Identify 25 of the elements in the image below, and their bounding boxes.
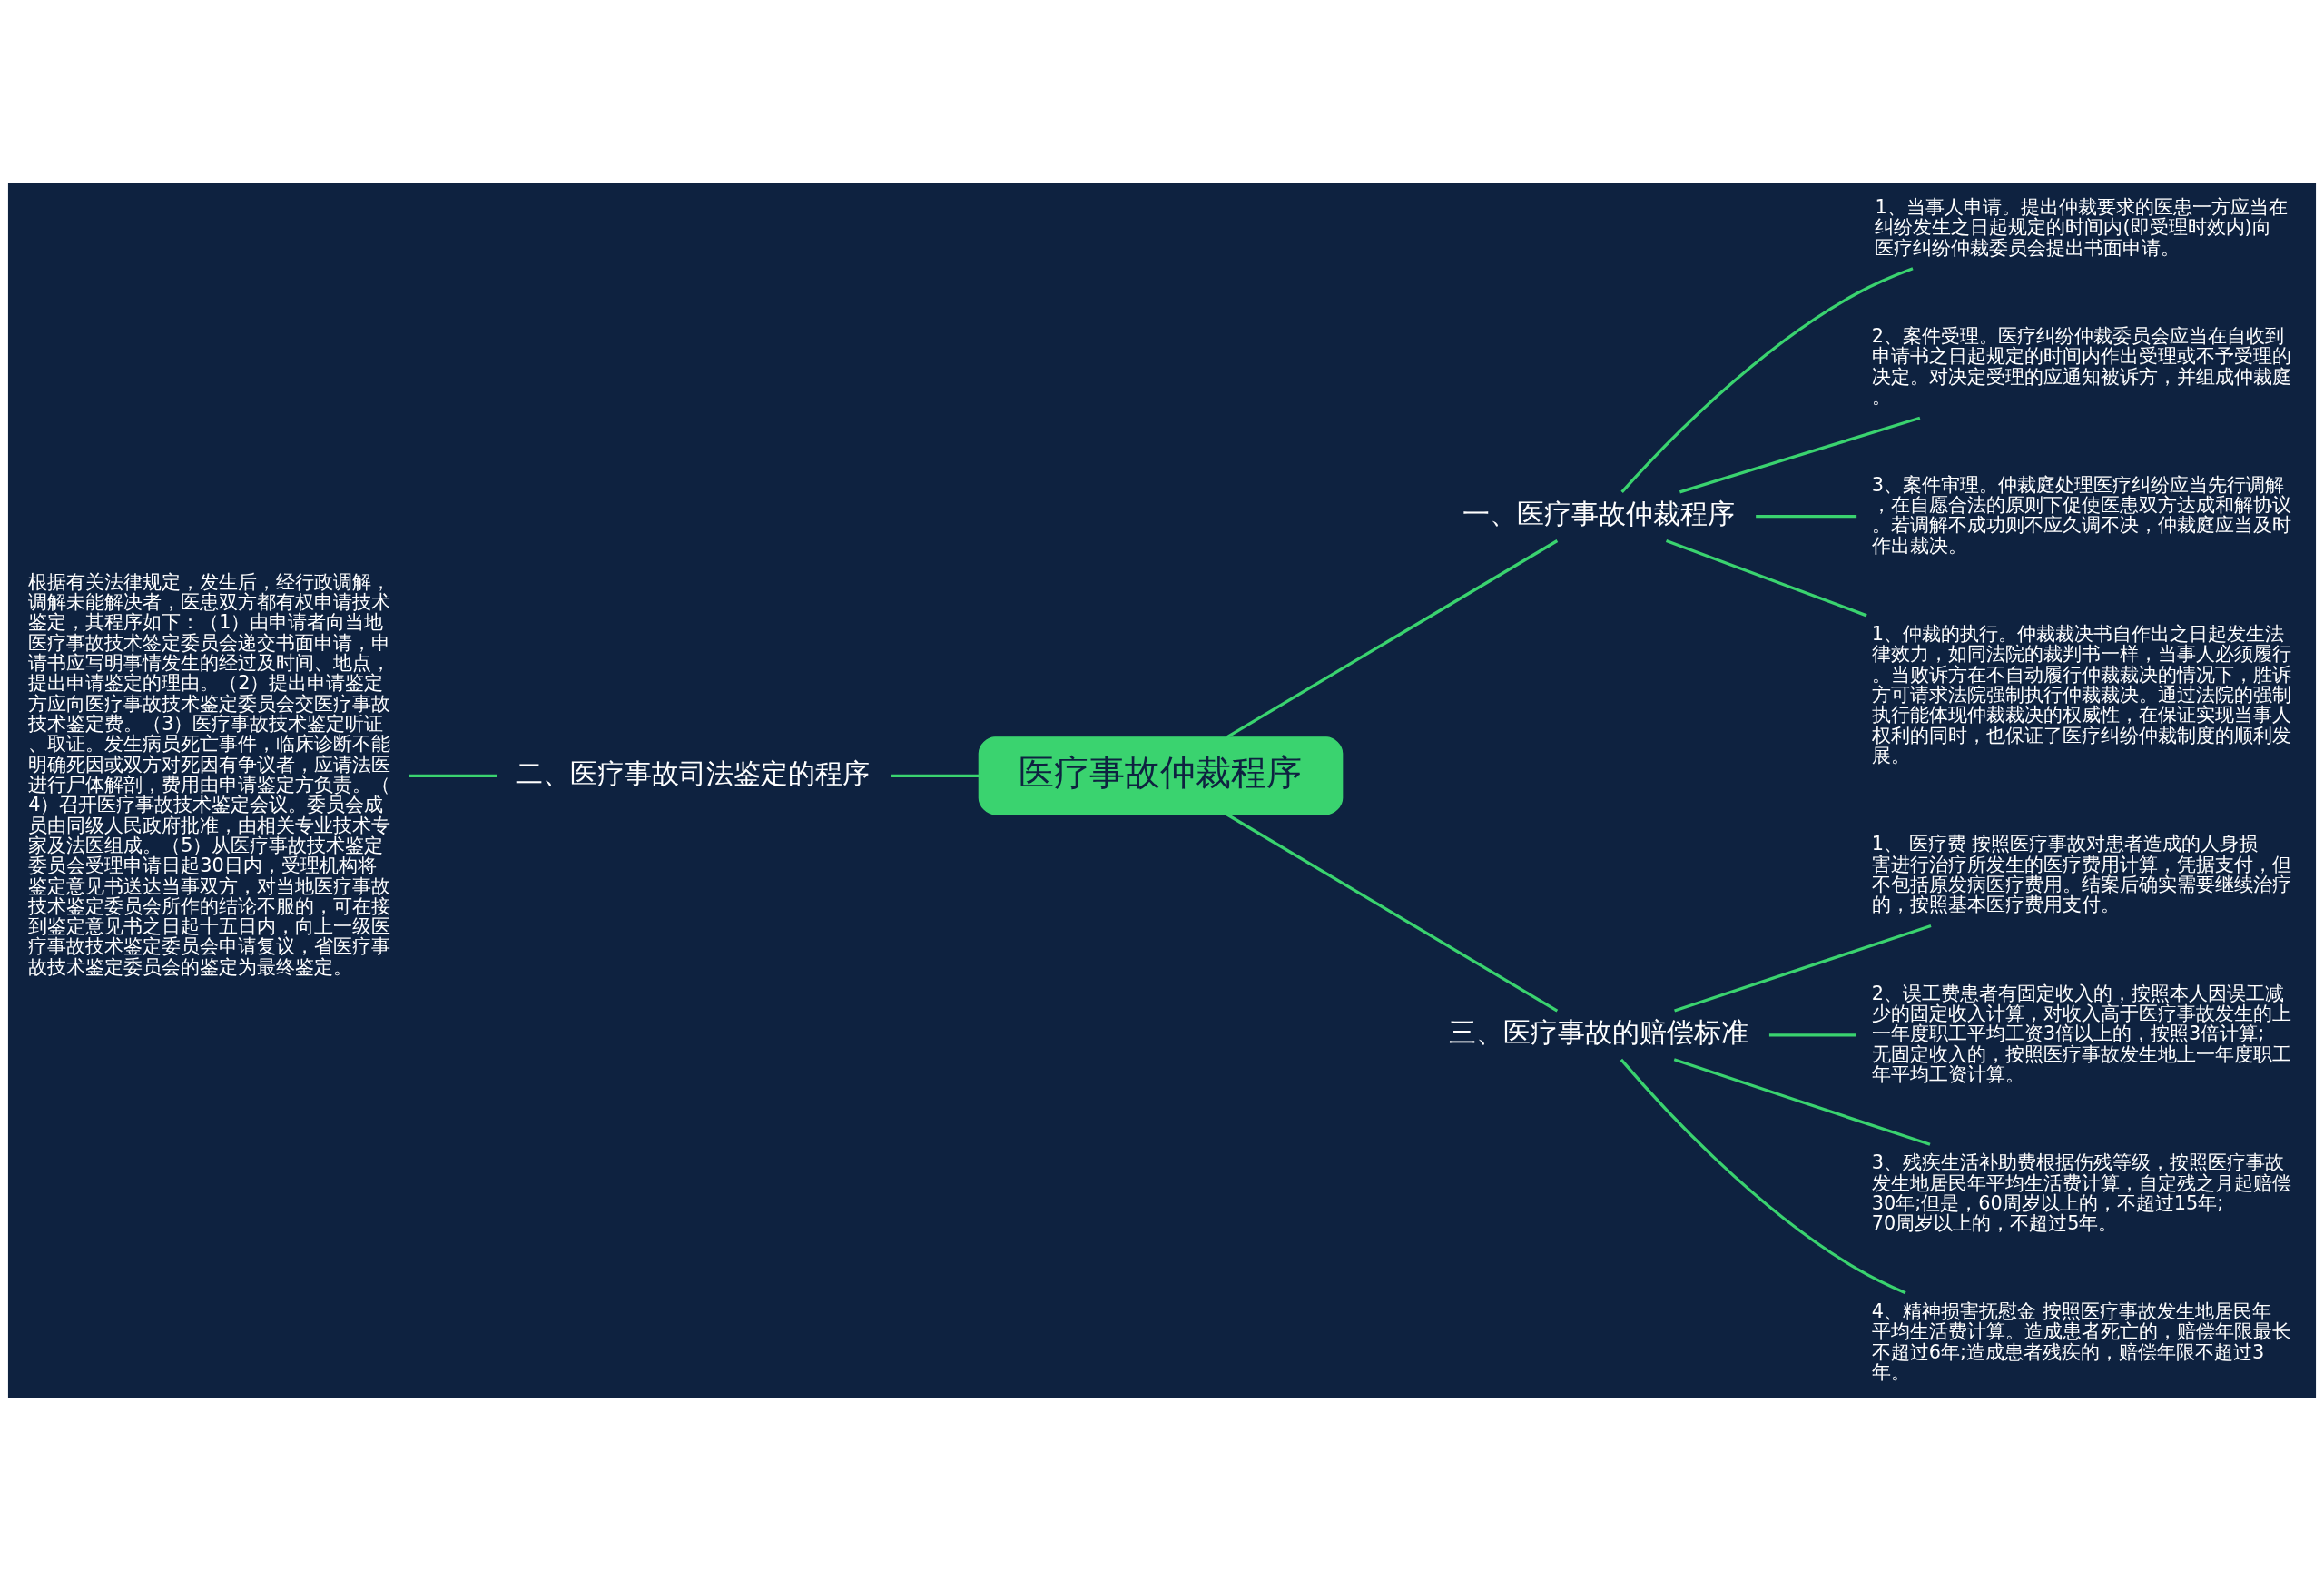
node-text: 3、案件审理。仲裁庭处理医疗纠纷应当先行调解，在自愿合法的原则下促使医患双方达成和解协议。若调解不成功则不应久调不决，仲裁庭应当及时作出裁决。 [1871,473,2291,557]
node-text: 根据有关法律规定，发生后，经行政调解，调解未能解决者，医患双方都有权申请技术鉴定，其程序如下：（1）由申请者向当地医疗事故技术签定委员会递交书面申请，申请书应写明事情发生的经过及时间、地点，提出申请鉴定的理由。（2）提出申请鉴定方应向医疗事故技术鉴定委员会交医疗事故技术鉴定费。（3）医疗事故技术鉴定听证、取证。发生病员死亡事件，临床诊断不能明确死因或双方对死因有争议者，应请法医进行尸体解剖，费用由申请鉴定方负责。（4）召开医疗事故技术鉴定会议。委员会成员由同级人民政府批准，由相关专业技术专家及法医组成。（5）从医疗事故技术鉴定委员会受理申请日起30日内，受理机构将鉴定意见书送达当事双方，对当地医疗事故技术鉴定委员会所作的结论不服的，可在接到鉴定意见书之日起十五日内，向上一级医疗事故技术鉴定委员会申请复议，省医疗事故技术鉴定委员会的鉴定为最终鉴定。 [28,570,391,978]
connector [1620,1058,1906,1294]
connector [1226,812,1559,1012]
node-text: 三、医疗事故的赔偿标准 [1449,1015,1749,1048]
connector [1665,539,1867,617]
node-text: 1、当事人申请。提出仲裁要求的医患一方应当在纠纷发生之日起规定的时间内(即受理时效内)向医疗纠纷仲裁委员会提出书面申请。 [1875,195,2288,259]
node-box: 医疗事故仲裁程序 [978,736,1344,815]
connector [1768,1033,1856,1036]
node-text: 一、医疗事故仲裁程序 [1462,497,1735,529]
node-text: 4、精神损害抚慰金 按照医疗事故发生地居民年平均生活费计算。造成患者死亡的，赔偿年限最长不超过6年;造成患者残疾的，赔偿年限不超过3年。 [1871,1299,2291,1383]
node-text: 1、 医疗费 按照医疗事故对患者造成的人身损害进行治疗所发生的医疗费用计算，凭据支付，但不包括原发病医疗费用。结案后确实需要继续治疗的，按照基本医疗费用支付。 [1871,832,2291,915]
connector [409,774,497,777]
connector [1756,514,1857,518]
connector [891,774,980,777]
connector [1620,266,1914,493]
connector [1673,1057,1931,1146]
connector [1674,924,1932,1013]
connector [1226,539,1559,738]
node-text: 2、误工费患者有固定收入的，按照本人因误工减少的固定收入计算，对收入高于医疗事故发生的上一年度职工平均工资3倍以上的，按照3倍计算;无固定收入的，按照医疗事故发生地上一年度职工年平均工资计算。 [1871,982,2291,1085]
node-text: 2、案件受理。医疗纠纷仲裁委员会应当在自收到申请书之日起规定的时间内作出受理或不予受理的决定。对决定受理的应通知被诉方，并组成仲裁庭。 [1871,324,2291,408]
node-text: 3、残疾生活补助费根据伤残等级，按照医疗事故发生地居民年平均生活费计算，自定残之月起赔偿30年;但是，60周岁以上的，不超过15年;70周岁以上的，不超过5年。 [1871,1151,2291,1234]
node-text: 1、仲裁的执行。仲裁裁决书自作出之日起发生法律效力，如同法院的裁判书一样，当事人必须履行。当败诉方在不自动履行仲裁裁决的情况下，胜诉方可请求法院强制执行仲裁裁决。通过法院的强制执行能体现仲裁裁决的权威性，在保证实现当事人权利的同时，也保证了医疗纠纷仲裁制度的顺利发展。 [1871,622,2291,766]
connector [1679,416,1921,493]
node-text: 二、医疗事故司法鉴定的程序 [516,756,871,789]
